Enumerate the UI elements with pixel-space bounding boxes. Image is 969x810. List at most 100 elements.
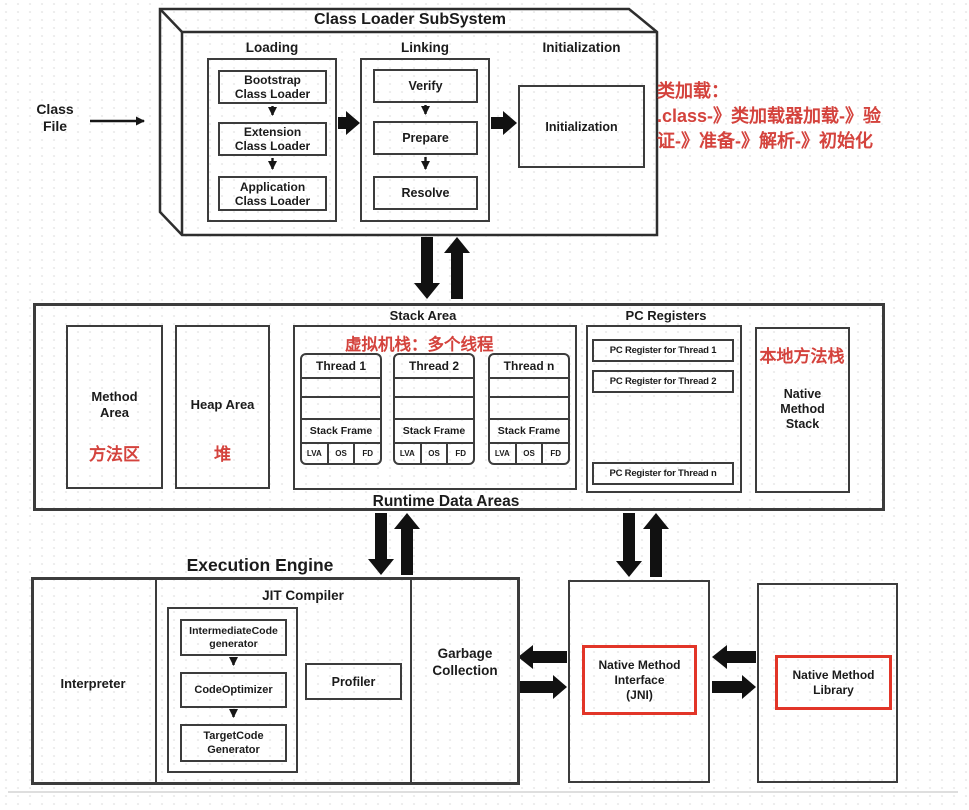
interpreter-divider: [155, 579, 157, 783]
extension-line1: Extension: [243, 125, 302, 139]
linking-to-initialization-arrow: [491, 111, 517, 135]
intermediate-code-generator-box: IntermediateCode generator: [180, 619, 287, 656]
library-line1: Native Method: [792, 667, 875, 682]
method-area-box: Method Area 方法区: [66, 325, 163, 489]
method-area-line1: Method: [91, 389, 138, 404]
garbage-divider: [410, 579, 412, 783]
jni-line3: (JNI): [626, 687, 653, 702]
thread-box-1: Thread 1 Stack Frame LVA OS FD: [300, 353, 382, 465]
stack-area-note: 虚拟机栈：多个线程: [345, 336, 494, 354]
runtime-down-arrow-right: [616, 513, 642, 577]
class-loading-note-line3: 证-》准备-》解析-》初始化: [657, 131, 873, 151]
verify-box: Verify: [373, 69, 478, 103]
frame-cell-lva: LVA: [494, 449, 510, 458]
frame-cell-os: OS: [419, 444, 447, 463]
runtime-up-arrow-left: [394, 513, 420, 575]
class-file-line1: Class: [36, 101, 74, 117]
frame-cell-os: OS: [326, 444, 354, 463]
thread-2-empty-row-1: [395, 379, 473, 398]
loading-label: Loading: [245, 40, 299, 55]
thread-n-empty-row-1: [490, 379, 568, 398]
frame-cell-fd: FD: [446, 444, 473, 463]
class-loading-note-line1: 类加载：: [657, 81, 729, 101]
method-area-line2: Area: [100, 405, 129, 420]
thread-1-title: Thread 1: [302, 355, 380, 379]
jni-line1: Native Method: [598, 657, 681, 672]
engine-to-jni-arrow: [519, 675, 567, 699]
initialization-box: Initialization: [518, 85, 645, 168]
jit-compiler-box: [167, 607, 298, 773]
frame-cell-lva: LVA: [306, 449, 322, 458]
stack-area-label: Stack Area: [389, 308, 457, 323]
target-line1: TargetCode: [203, 730, 264, 742]
native-method-stack-box: Native Method Stack: [755, 327, 850, 493]
stack-area-box: [293, 325, 577, 490]
thread-1-stack-frame-label: Stack Frame: [302, 420, 380, 444]
pc-register-thread-n: PC Register for Thread n: [592, 462, 734, 485]
loader-up-arrow: [444, 237, 470, 299]
runtime-data-areas-box: [33, 303, 885, 511]
runtime-down-arrow-left: [368, 513, 394, 575]
heap-area-label: Heap Area: [190, 397, 255, 412]
frame-cell-lva: LVA: [399, 449, 415, 458]
thread-n-title: Thread n: [490, 355, 568, 379]
heap-area-note: 堆: [214, 445, 231, 464]
class-file-label: Class File: [22, 101, 88, 135]
extension-line2: Class Loader: [234, 139, 311, 153]
application-line1: Application: [239, 179, 306, 194]
interpreter-label: Interpreter: [60, 676, 126, 691]
execution-engine-box: [31, 577, 520, 785]
heap-area-box: Heap Area 堆: [175, 325, 270, 489]
class-loading-note: 类加载： .class-》类加载器加载-》验 证-》准备-》解析-》初始化: [657, 79, 969, 154]
target-code-generator-box: TargetCode Generator: [180, 724, 287, 762]
bottom-separator-line: [8, 791, 958, 793]
execution-engine-title: Execution Engine: [186, 555, 334, 575]
jit-compiler-label: JIT Compiler: [262, 588, 344, 603]
native-method-interface-box: [568, 580, 710, 783]
thread-2-empty-row-2: [395, 398, 473, 420]
library-line2: Library: [813, 682, 854, 697]
linking-label: Linking: [401, 40, 449, 55]
native-stack-line2: Method: [780, 402, 825, 416]
native-method-library-highlight: Native Method Library: [775, 655, 892, 710]
native-stack-line1: Native: [783, 387, 822, 401]
native-method-stack-label: Native Method Stack: [757, 387, 848, 432]
frame-cell-os: OS: [514, 444, 542, 463]
resolve-box: Resolve: [373, 176, 478, 210]
application-class-loader-box: Application Class Loader: [218, 176, 327, 211]
frame-cell-fd: FD: [541, 444, 568, 463]
pc-register-thread-2: PC Register for Thread 2: [592, 370, 734, 393]
thread-n-frame-cells: LVA OS FD: [490, 444, 568, 463]
pc-registers-label: PC Registers: [625, 308, 707, 323]
class-loading-note-line2: .class-》类加载器加载-》验: [657, 106, 882, 126]
jni-to-engine-arrow: [518, 645, 567, 669]
runtime-data-areas-title: Runtime Data Areas: [372, 493, 520, 510]
method-area-label: Method Area: [68, 389, 161, 421]
thread-box-n: Thread n Stack Frame LVA OS FD: [488, 353, 570, 465]
loader-down-arrow: [414, 237, 440, 299]
initialization-label: Initialization: [542, 40, 621, 55]
jni-to-library-arrow: [712, 675, 756, 699]
garbage-collection-label: Garbage Collection: [410, 645, 520, 679]
profiler-box: Profiler: [305, 663, 402, 700]
native-stack-line3: Stack: [785, 417, 820, 431]
pc-registers-box: [586, 325, 742, 493]
code-optimizer-box: CodeOptimizer: [180, 672, 287, 708]
linking-group-box: [360, 58, 490, 222]
garbage-line1: Garbage: [437, 646, 493, 661]
pc-register-thread-1: PC Register for Thread 1: [592, 339, 734, 362]
bootstrap-line2: Class Loader: [234, 87, 311, 101]
runtime-up-arrow-right: [643, 513, 669, 577]
thread-2-stack-frame-label: Stack Frame: [395, 420, 473, 444]
target-line2: Generator: [207, 744, 260, 756]
application-line2: Class Loader: [234, 193, 311, 208]
library-to-jni-arrow: [712, 645, 756, 669]
thread-box-2: Thread 2 Stack Frame LVA OS FD: [393, 353, 475, 465]
native-method-library-box: [757, 583, 898, 783]
thread-1-empty-row-1: [302, 379, 380, 398]
intermediate-line1: IntermediateCode: [189, 624, 278, 637]
bootstrap-line1: Bootstrap: [244, 73, 301, 87]
frame-cell-fd: FD: [353, 444, 380, 463]
class-loader-subsystem-title: Class Loader SubSystem: [313, 11, 507, 28]
